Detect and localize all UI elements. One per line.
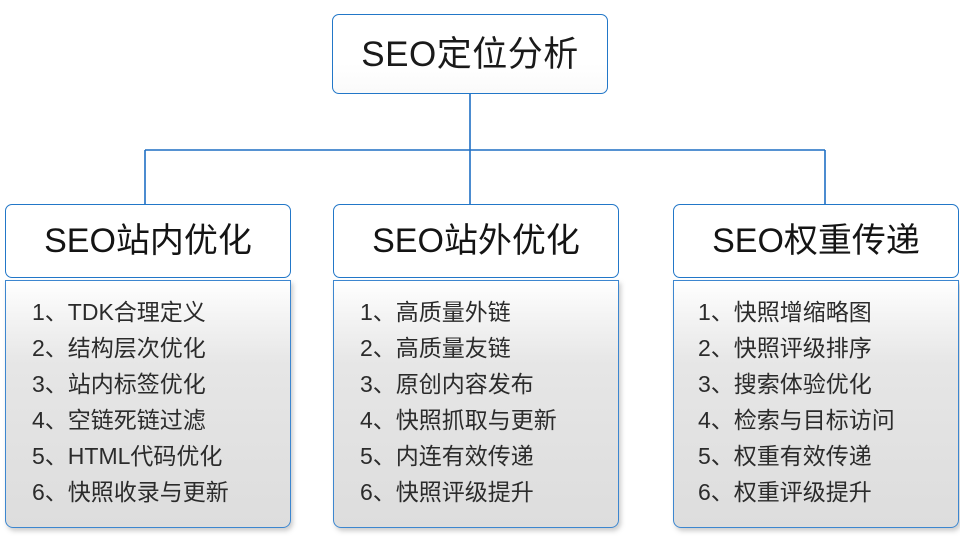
item-list-1: 1、TDK合理定义 2、结构层次优化 3、站内标签优化 4、空链死链过滤 5、H…	[6, 294, 290, 510]
list-item: 3、站内标签优化	[32, 371, 206, 397]
root-node-label: SEO定位分析	[361, 34, 579, 74]
list-item: 2、高质量友链	[360, 335, 511, 361]
item-list-2: 1、高质量外链 2、高质量友链 3、原创内容发布 4、快照抓取与更新 5、内连有…	[334, 294, 618, 510]
branch-header-3[interactable]: SEO权重传递	[673, 204, 959, 278]
branch-header-2[interactable]: SEO站外优化	[333, 204, 619, 278]
list-item: 3、搜索体验优化	[698, 371, 872, 397]
branch-seo-onsite: SEO站内优化 1、TDK合理定义 2、结构层次优化 3、站内标签优化 4、空链…	[5, 204, 291, 528]
list-item: 1、快照增缩略图	[698, 299, 872, 325]
list-item: 4、快照抓取与更新	[360, 407, 557, 433]
list-item: 5、内连有效传递	[360, 443, 534, 469]
branch-body-3: 1、快照增缩略图 2、快照评级排序 3、搜索体验优化 4、检索与目标访问 5、权…	[673, 280, 959, 528]
list-item: 6、快照收录与更新	[32, 479, 229, 505]
list-item: 6、权重评级提升	[698, 479, 872, 505]
list-item: 5、权重有效传递	[698, 443, 872, 469]
branch-body-2: 1、高质量外链 2、高质量友链 3、原创内容发布 4、快照抓取与更新 5、内连有…	[333, 280, 619, 528]
branch-seo-offsite: SEO站外优化 1、高质量外链 2、高质量友链 3、原创内容发布 4、快照抓取与…	[333, 204, 619, 528]
branch-header-label-2: SEO站外优化	[372, 222, 580, 260]
list-item: 4、检索与目标访问	[698, 407, 895, 433]
list-item: 1、高质量外链	[360, 299, 511, 325]
list-item: 1、TDK合理定义	[32, 299, 206, 325]
item-list-3: 1、快照增缩略图 2、快照评级排序 3、搜索体验优化 4、检索与目标访问 5、权…	[674, 294, 958, 510]
branch-header-label-3: SEO权重传递	[712, 222, 920, 260]
branch-seo-weight-transfer: SEO权重传递 1、快照增缩略图 2、快照评级排序 3、搜索体验优化 4、检索与…	[673, 204, 959, 528]
list-item: 2、结构层次优化	[32, 335, 206, 361]
list-item: 3、原创内容发布	[360, 371, 534, 397]
list-item: 4、空链死链过滤	[32, 407, 206, 433]
branch-header-label-1: SEO站内优化	[44, 222, 252, 260]
branch-header-1[interactable]: SEO站内优化	[5, 204, 291, 278]
list-item: 6、快照评级提升	[360, 479, 534, 505]
branch-body-1: 1、TDK合理定义 2、结构层次优化 3、站内标签优化 4、空链死链过滤 5、H…	[5, 280, 291, 528]
list-item: 2、快照评级排序	[698, 335, 872, 361]
list-item: 5、HTML代码优化	[32, 443, 223, 469]
root-node[interactable]: SEO定位分析	[332, 14, 608, 94]
